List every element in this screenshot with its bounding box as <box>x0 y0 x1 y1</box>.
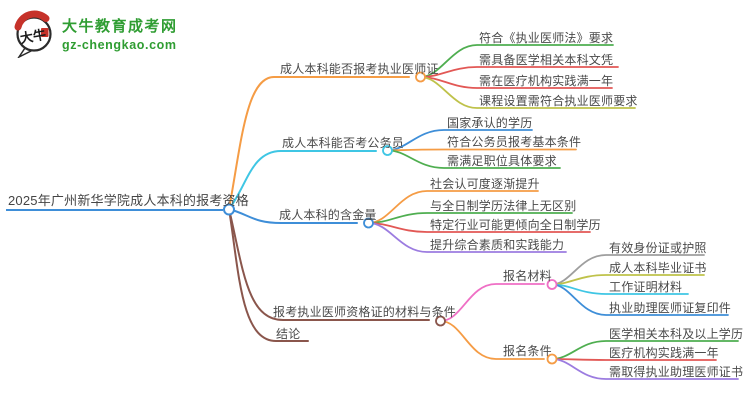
branch-label: 结论 <box>276 327 301 341</box>
branch-node-circle <box>435 315 446 327</box>
branch-node-circle <box>363 217 374 229</box>
subnode-label: 报名条件 <box>503 344 552 358</box>
branch-label: 成人本科能否报考执业医师证 <box>280 62 439 76</box>
site-name: 大牛教育成考网 <box>62 17 178 35</box>
leaf-label: 医疗机构实践满一年 <box>609 346 719 360</box>
leaf-label: 需在医疗机构实践满一年 <box>479 74 614 88</box>
leaf-label: 特定行业可能更倾向全日制学历 <box>430 218 601 232</box>
root-topic-label: 2025年广州新华学院成人本科的报考资格 <box>8 193 249 208</box>
child-curve <box>419 76 636 109</box>
branch-node-circle <box>382 145 393 156</box>
leaf-label: 符合《执业医师法》要求 <box>479 31 614 45</box>
subnode-circle <box>546 279 558 290</box>
logo-red-hat <box>14 10 50 31</box>
child-curve <box>551 358 739 380</box>
child-curve <box>367 222 567 253</box>
branch-label: 成人本科的含金量 <box>279 208 377 222</box>
leaf-label: 需满足职位具体要求 <box>447 154 557 168</box>
leaf-label: 符合公务员报考基本条件 <box>447 135 582 149</box>
logo-seal <box>41 28 49 37</box>
leaf-label: 有效身份证或护照 <box>609 241 707 255</box>
leaf-label: 成人本科毕业证书 <box>609 261 707 275</box>
branch-curve <box>228 208 358 224</box>
branch-curve <box>228 208 309 342</box>
leaf-label: 医学相关本科及以上学历 <box>609 327 744 341</box>
branch-curve <box>228 150 377 210</box>
root-node-circle <box>223 203 235 216</box>
site-domain: gz-chengkao.com <box>62 37 177 52</box>
subnode-label: 报名材料 <box>503 269 552 283</box>
child-curve <box>386 149 561 169</box>
branch-curve <box>228 208 430 321</box>
child-curve <box>551 283 729 316</box>
leaf-label: 提升综合素质和实践能力 <box>430 238 565 252</box>
subnode-circle <box>546 353 558 365</box>
leaf-label: 需取得执业助理医师证书 <box>609 365 744 379</box>
branch-node-circle <box>415 71 426 83</box>
leaf-label: 工作证明材料 <box>609 280 683 294</box>
subnode-curve <box>439 320 545 360</box>
logo-bubble <box>16 16 52 52</box>
logo-text-block: 大牛教育成考网 gz-chengkao.com <box>62 15 178 52</box>
branch-label: 成人本科能否考公务员 <box>282 136 405 150</box>
branch-label: 报考执业医师资格证的材料与条件 <box>273 305 457 319</box>
subnode-curve <box>439 283 545 322</box>
logo-badge-text: 大牛 <box>19 27 47 47</box>
leaf-label: 执业助理医师证复印件 <box>609 301 732 315</box>
leaf-label: 需具备医学相关本科文凭 <box>479 53 614 67</box>
daniu-logo-icon: 大牛 <box>14 10 52 58</box>
leaf-label: 与全日制学历法律上无区别 <box>430 199 577 213</box>
leaf-label: 国家承认的学历 <box>447 116 533 130</box>
child-curve <box>386 148 577 152</box>
site-logo: 大牛 大牛教育成考网 gz-chengkao.com <box>12 8 178 58</box>
branch-curve <box>228 76 410 210</box>
leaf-label: 课程设置需符合执业医师要求 <box>479 94 638 108</box>
leaf-label: 社会认可度逐渐提升 <box>430 177 540 191</box>
